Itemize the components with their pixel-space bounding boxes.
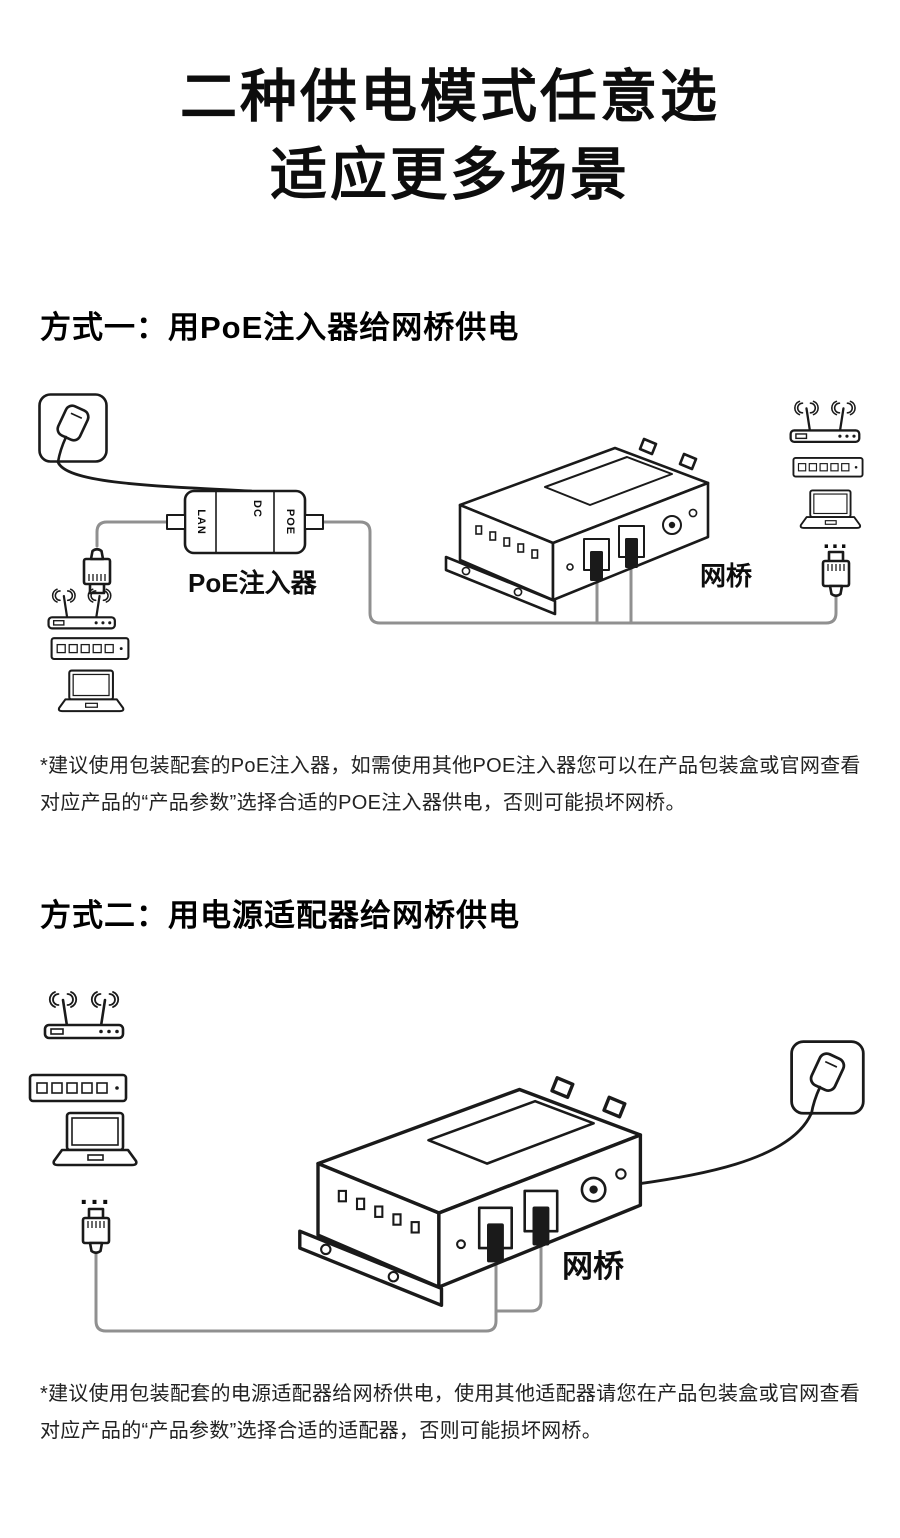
laptop-icon [52,1111,138,1167]
poe-injector-icon: LAN DC POE [166,489,324,555]
ethernet-cable-poe-run [321,520,838,625]
power-cable [56,460,253,493]
bridge-device-icon [444,437,710,616]
ellipsis-label: ... [823,527,849,554]
switch-icon [50,637,130,661]
laptop-icon [799,489,862,529]
ellipsis-label: ... [80,1179,112,1210]
section2-note: *建议使用包装配套的电源适配器给网桥供电，使用其他适配器请您在产品包装盒或官网查… [40,1383,861,1442]
poe-port-label: POE [284,509,296,535]
switch-icon [792,456,864,478]
ethernet-cable-lan [95,520,169,548]
ethernet-cable-run [94,1251,498,1333]
rj45-connector-icon [821,550,851,598]
router-icon [43,990,125,1040]
switch-icon [28,1073,128,1103]
wall-socket-icon [38,393,108,464]
page-title: 二种供电模式任意选 适应更多场景 [0,58,900,214]
rj45-connector-icon [81,1207,111,1255]
bridge-port2-cable [494,1242,543,1313]
rj45-connector-icon [82,547,112,595]
laptop-icon [57,669,125,713]
page-title-line1: 二种供电模式任意选 [180,65,720,129]
bridge-label: 网桥 [562,1249,624,1284]
section2-heading: 方式二：用电源适配器给网桥供电 [40,898,520,933]
injector-label: PoE注入器 [188,568,318,598]
diagram-power-adapter-mode: ... 网桥 [28,990,865,1333]
wall-socket-icon [790,1040,865,1116]
router-icon [789,400,861,444]
lan-port-label: LAN [195,509,207,535]
section1-note: *建议使用包装配套的PoE注入器，如需使用其他POE注入器您可以在产品包装盒或官… [40,755,861,814]
bridge-label: 网桥 [700,561,753,591]
router-icon [47,588,116,630]
section1-heading: 方式一：用PoE注入器给网桥供电 [40,310,520,345]
page-title-line2: 适应更多场景 [270,143,630,207]
dc-port-label: DC [251,500,263,518]
diagram-poe-injector-mode: LAN DC POE ... PoE注入器 网桥 [38,393,864,713]
